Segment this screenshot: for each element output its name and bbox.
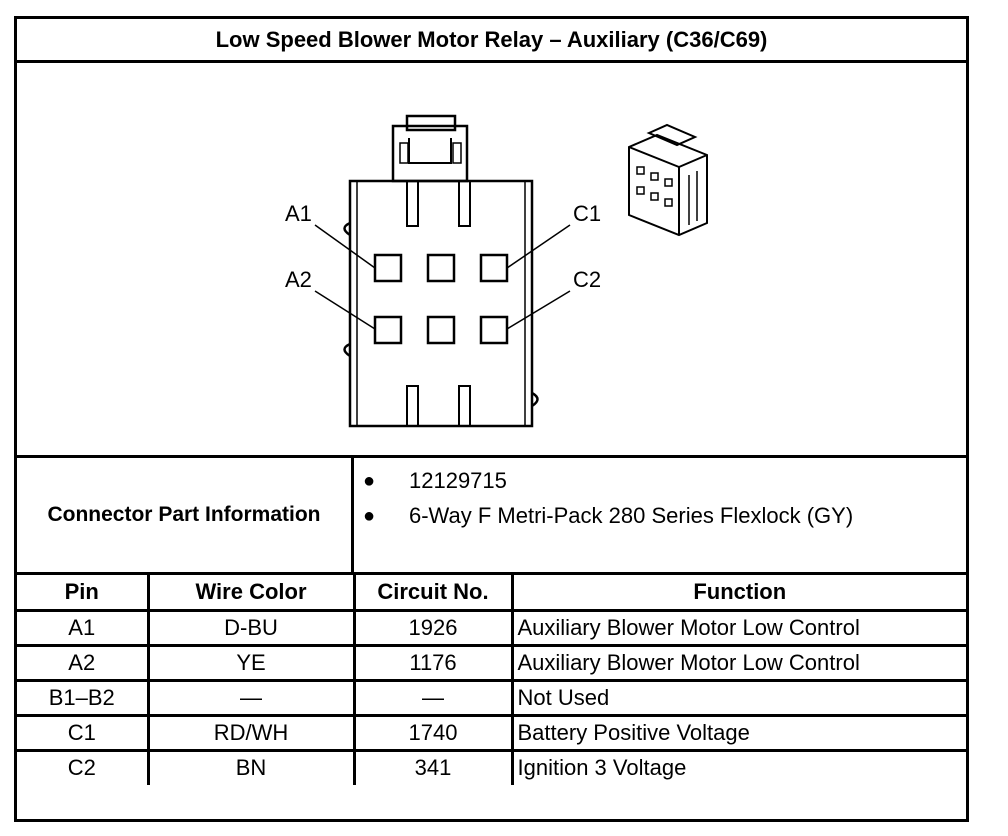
table-row: A2 YE 1176 Auxiliary Blower Motor Low Co…	[17, 643, 966, 682]
info-item: ● 12129715	[363, 468, 507, 494]
cell-pin: C1	[17, 713, 150, 752]
page-title: Low Speed Blower Motor Relay – Auxiliary…	[17, 19, 966, 63]
cavity-c2	[479, 315, 509, 345]
isometric-connector-view	[628, 123, 708, 237]
cell-circuit: 1926	[352, 608, 514, 647]
cell-function: Auxiliary Blower Motor Low Control	[510, 643, 966, 682]
connector-description: 6-Way F Metri-Pack 280 Series Flexlock (…	[409, 503, 854, 528]
cavity-b1	[426, 253, 456, 283]
connector-diagram: A1 A2 C1 C2	[17, 63, 966, 458]
table-row: B1–B2 — — Not Used	[17, 678, 966, 717]
bullet-icon: ●	[363, 505, 376, 527]
cell-circuit: —	[352, 678, 514, 717]
cell-pin: B1–B2	[17, 678, 150, 717]
latch	[391, 124, 469, 183]
cavity-b2	[426, 315, 456, 345]
cell-wire-color: D-BU	[146, 608, 356, 647]
table-row: C2 BN 341 Ignition 3 Voltage	[17, 748, 966, 785]
cavity-a1	[373, 253, 403, 283]
connector-drawing	[314, 114, 708, 428]
part-number: 12129715	[409, 468, 507, 493]
cell-function: Ignition 3 Voltage	[510, 748, 966, 785]
cell-circuit: 341	[352, 748, 514, 785]
cell-wire-color: —	[146, 678, 356, 717]
info-item: ● 6-Way F Metri-Pack 280 Series Flexlock…	[363, 503, 854, 529]
header-function: Function	[510, 575, 966, 612]
header-wire-color: Wire Color	[146, 575, 356, 612]
pin-table: Pin Wire Color Circuit No. Function A1 D…	[17, 575, 966, 785]
pin-label-a1: A1	[285, 201, 312, 226]
cell-pin: A2	[17, 643, 150, 682]
cavity-c1	[479, 253, 509, 283]
cell-circuit: 1176	[352, 643, 514, 682]
cell-circuit: 1740	[352, 713, 514, 752]
cell-pin: C2	[17, 748, 150, 785]
connector-housing	[348, 179, 534, 428]
cell-function: Not Used	[510, 678, 966, 717]
cell-wire-color: BN	[146, 748, 356, 785]
bullet-icon: ●	[363, 470, 376, 492]
cavity-a2	[373, 315, 403, 345]
pin-label-c1: C1	[573, 201, 602, 226]
pin-label-a2: A2	[285, 267, 312, 292]
cell-function: Battery Positive Voltage	[510, 713, 966, 752]
cell-function: Auxiliary Blower Motor Low Control	[510, 608, 966, 647]
table-row: A1 D-BU 1926 Auxiliary Blower Motor Low …	[17, 608, 966, 647]
table-header-row: Pin Wire Color Circuit No. Function	[17, 575, 966, 612]
cell-pin: A1	[17, 608, 150, 647]
cell-wire-color: YE	[146, 643, 356, 682]
table-row: C1 RD/WH 1740 Battery Positive Voltage	[17, 713, 966, 752]
header-pin: Pin	[17, 575, 150, 612]
pin-label-c2: C2	[573, 267, 602, 292]
connector-sheet: Low Speed Blower Motor Relay – Auxiliary…	[14, 16, 969, 822]
connector-part-info: Connector Part Information ● 12129715 ● …	[17, 458, 966, 575]
connector-info-list: ● 12129715 ● 6-Way F Metri-Pack 280 Seri…	[357, 458, 966, 572]
connector-info-label: Connector Part Information	[17, 458, 354, 572]
header-circuit-no: Circuit No.	[352, 575, 514, 612]
cell-wire-color: RD/WH	[146, 713, 356, 752]
